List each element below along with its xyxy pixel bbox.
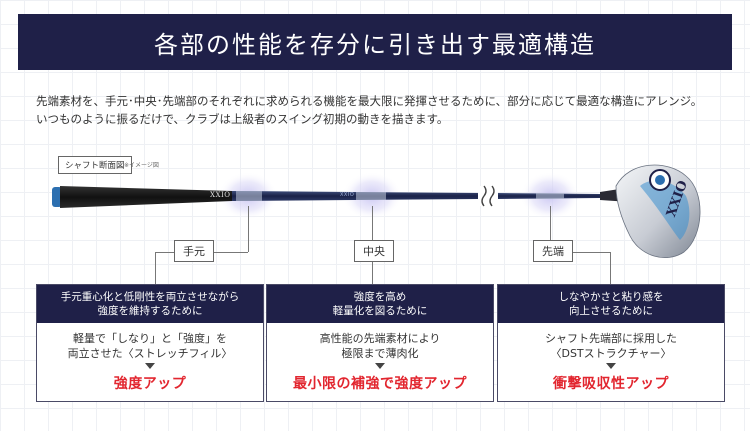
drop-tip [610,252,611,284]
connector-tip-horizontal [550,252,610,253]
card-mid: 強度を高め 軽量化を図るために 高性能の先端素材により 極限まで薄肉化 最小限の… [266,284,494,402]
card-grip: 手元重心化と低剛性を両立させながら 強度を維持するために 軽量で「しなり」と「強… [36,284,264,402]
connector-grip-vertical [248,206,249,252]
grip-brand-text: XXIO [210,191,231,199]
card-mid-head-line-1: 強度を高め [353,291,407,303]
zone-label-tip: 先端 [533,240,573,262]
down-arrow-icon [375,363,385,369]
card-grip-body-line-2: 両立させた〈ストレッチフィル〉 [67,347,233,360]
card-tip-body-line-1: シャフト先端部に採用した [545,332,677,345]
intro-line-2: いつものように振るだけで、クラブは上級者のスイング初期の動きを描きます。 [36,112,449,126]
card-grip-body: 軽量で「しなり」と「強度」を 両立させた〈ストレッチフィル〉 [37,331,263,361]
break-mark [478,185,498,207]
cutaway-grip [236,191,262,201]
intro-text: 先端素材を、手元･中央･先端部のそれぞれに求められる機能を最大限に発揮させるため… [36,92,726,128]
intro-line-1: 先端素材を、手元･中央･先端部のそれぞれに求められる機能を最大限に発揮させるため… [36,94,703,108]
card-grip-result: 強度アップ [113,376,187,392]
card-tip: しなやかさと粘り感を 向上させるために シャフト先端部に採用した 〈DSTストラ… [497,284,725,402]
card-mid-body-line-2: 極限まで薄肉化 [341,347,419,360]
card-grip-head: 手元重心化と低剛性を両立させながら 強度を維持するために [37,285,263,323]
card-tip-head-line-1: しなやかさと粘り感を [558,291,664,303]
card-grip-head-line-2: 強度を維持するために [97,305,203,317]
card-tip-head-line-2: 向上させるために [569,305,653,317]
card-tip-body-line-2: 〈DSTストラクチャー〉 [550,347,672,360]
page-title: 各部の性能を存分に引き出す最適構造 [154,30,596,59]
card-tip-head: しなやかさと粘り感を 向上させるために [498,285,724,323]
card-tip-result: 衝撃吸収性アップ [553,376,669,392]
card-mid-body-line-1: 高性能の先端素材により [319,332,441,345]
shaft-brand-text: XXIO [340,192,355,198]
club-head [615,164,701,259]
zone-label-grip: 手元 [174,240,214,262]
connector-tip-vertical [550,206,551,252]
card-mid-head: 強度を高め 軽量化を図るために [267,285,493,323]
card-grip-head-line-1: 手元重心化と低剛性を両立させながら [60,291,240,303]
diagram-label: シャフト断面図 [58,156,132,174]
grip [52,186,232,208]
cutaway-mid [356,192,386,200]
down-arrow-icon [145,363,155,369]
card-mid-head-line-2: 軽量化を図るために [332,305,428,317]
drop-mid [372,252,373,284]
card-mid-result: 最小限の補強で強度アップ [293,376,467,392]
drop-grip [155,252,156,284]
cutaway-tip [536,193,564,199]
card-grip-body-line-1: 軽量で「しなり」と「強度」を [73,332,227,345]
title-banner: 各部の性能を存分に引き出す最適構造 [18,14,732,70]
card-tip-body: シャフト先端部に採用した 〈DSTストラクチャー〉 [498,331,724,361]
zone-label-mid: 中央 [354,240,394,262]
connector-mid-vertical [372,206,373,252]
diagram-note: ※イメージ図 [124,162,159,169]
down-arrow-icon [606,363,616,369]
card-mid-body: 高性能の先端素材により 極限まで薄肉化 [267,331,493,361]
